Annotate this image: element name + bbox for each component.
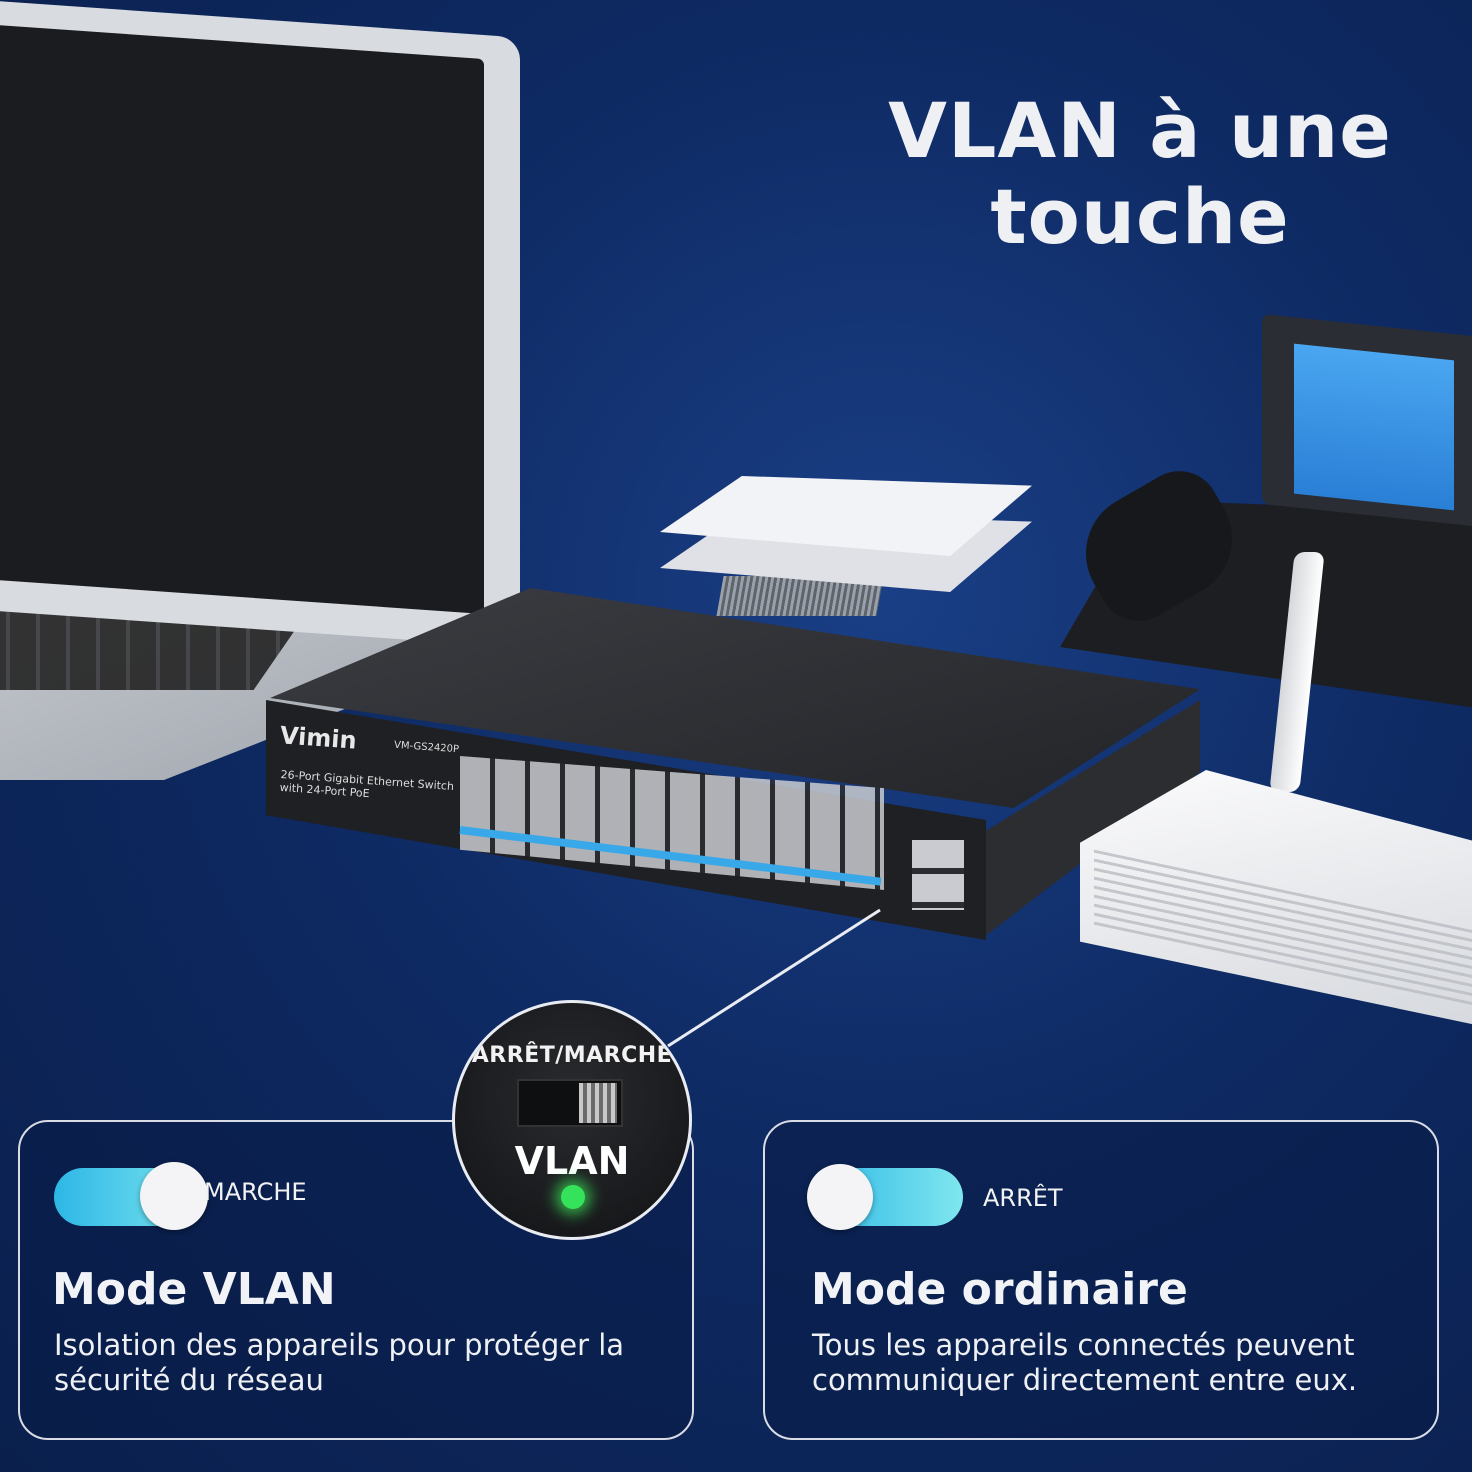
- vlan-mode-description-line-1: Isolation des appareils pour protéger la: [54, 1328, 625, 1362]
- ordinary-mode-description-line-1: Tous les appareils connectés peuvent: [812, 1328, 1355, 1362]
- ordinary-toggle-state: ARRÊT: [983, 1184, 1063, 1212]
- ordinary-toggle: [807, 1164, 963, 1230]
- vlan-status-led: [561, 1185, 585, 1209]
- ordinary-mode-card: ARRÊT Mode ordinaire Tous les appareils …: [763, 1120, 1439, 1440]
- vlan-toggle: [54, 1162, 208, 1230]
- ordinary-mode-description: Tous les appareils connectés peuvent com…: [812, 1328, 1452, 1398]
- headline: VLAN à une touche: [880, 88, 1400, 260]
- ordinary-mode-description-line-2: communiquer directement entre eux.: [812, 1363, 1358, 1397]
- vlan-slide-switch: [517, 1079, 623, 1127]
- vlan-mode-description-line-2: sécurité du réseau: [54, 1363, 324, 1397]
- vlan-slide-switch-knob: [579, 1083, 617, 1123]
- callout-label: ARRÊT/MARCHE: [471, 1043, 673, 1068]
- ordinary-toggle-knob: [807, 1164, 873, 1230]
- vlan-switch-callout: ARRÊT/MARCHE VLAN: [452, 1000, 692, 1240]
- access-point: [660, 476, 1032, 626]
- vlan-mode-description: Isolation des appareils pour protéger la…: [54, 1328, 694, 1398]
- vlan-mode-title: Mode VLAN: [52, 1264, 336, 1315]
- callout-switch-name: VLAN: [514, 1139, 630, 1183]
- headline-line-2: touche: [990, 172, 1290, 261]
- ordinary-mode-title: Mode ordinaire: [811, 1264, 1188, 1315]
- switch-uplink-ports: [912, 840, 964, 910]
- vlan-toggle-state: MARCHE: [204, 1178, 307, 1206]
- vlan-toggle-knob: [140, 1162, 208, 1230]
- headline-line-1: VLAN à une: [888, 86, 1392, 175]
